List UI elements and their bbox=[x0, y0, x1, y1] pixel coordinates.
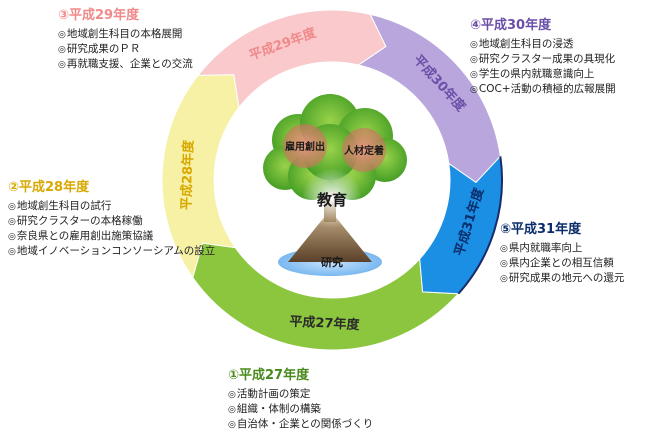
tree-bubble-left: 雇用創出 bbox=[285, 140, 325, 153]
phase-item: 自治体・企業との関係づくり bbox=[228, 417, 373, 432]
bubble-left bbox=[283, 124, 327, 168]
phase-item: 学生の県内就職意識向上 bbox=[470, 67, 616, 82]
ring-segment-h29 bbox=[196, 9, 387, 109]
tree-base-label: 研究 bbox=[321, 255, 343, 269]
phase-item: 地域イノベーションコンソーシアムの設立 bbox=[8, 244, 215, 259]
tree-illustration: 雇用創出 人材定着 教育 研究 bbox=[263, 94, 407, 276]
phase-item: 地域創生科目の本格展開 bbox=[58, 27, 193, 42]
phase-heading-h29: ③平成29年度 bbox=[58, 8, 140, 23]
phase-item: COC+活動の積極的広報展開 bbox=[470, 82, 616, 97]
phase-heading-h31: ⑤平成31年度 bbox=[500, 222, 582, 237]
phase-heading-h28: ②平成28年度 bbox=[8, 180, 90, 195]
ring-segment-h27 bbox=[192, 242, 460, 351]
phase-item: 再就職支援、企業との交流 bbox=[58, 57, 193, 72]
phase-item: 研究クラスター成果の具現化 bbox=[470, 52, 616, 67]
phase-heading-h30: ④平成30年度 bbox=[470, 18, 552, 33]
phase-block-h27: ①平成27年度 活動計画の策定 組織・体制の構築 自治体・企業との関係づくり bbox=[228, 368, 373, 432]
phase-item: 活動計画の策定 bbox=[228, 387, 373, 402]
ring-segment-h30 bbox=[357, 13, 501, 184]
phase-item: 研究成果のＰＲ bbox=[58, 42, 193, 57]
tree-center-label: 教育 bbox=[316, 191, 347, 209]
ring-segment-h31-outline bbox=[457, 156, 503, 295]
tree-bubble-right: 人材定着 bbox=[344, 144, 384, 157]
phase-item: 県内就職率向上 bbox=[500, 241, 624, 256]
phase-item: 奈良県との雇用創出施策協議 bbox=[8, 229, 215, 244]
ring-label-h28: 平成28年度 bbox=[178, 139, 196, 211]
ring-label-h27: 平成27年度 bbox=[289, 313, 361, 333]
ring-segments bbox=[161, 9, 503, 351]
phase-item: 研究クラスターの本格稼働 bbox=[8, 214, 215, 229]
phase-block-h29: ③平成29年度 地域創生科目の本格展開 研究成果のＰＲ 再就職支援、企業との交流 bbox=[58, 8, 193, 72]
phase-item: 県内企業との相互信頼 bbox=[500, 256, 624, 271]
mountain bbox=[288, 210, 372, 262]
phase-heading-h27: ①平成27年度 bbox=[228, 368, 310, 383]
phase-block-h31: ⑤平成31年度 県内就職率向上 県内企業との相互信頼 研究成果の地元への還元 bbox=[500, 222, 624, 286]
phase-item: 地域創生科目の試行 bbox=[8, 199, 215, 214]
phase-block-h28: ②平成28年度 地域創生科目の試行 研究クラスターの本格稼働 奈良県との雇用創出… bbox=[8, 180, 215, 259]
bubble-right bbox=[342, 128, 386, 172]
phase-block-h30: ④平成30年度 地域創生科目の浸透 研究クラスター成果の具現化 学生の県内就職意… bbox=[470, 18, 616, 97]
phase-item: 研究成果の地元への還元 bbox=[500, 271, 625, 286]
phase-item: 地域創生科目の浸透 bbox=[470, 37, 616, 52]
center-glow bbox=[302, 168, 362, 228]
phase-item: 組織・体制の構築 bbox=[228, 402, 373, 417]
